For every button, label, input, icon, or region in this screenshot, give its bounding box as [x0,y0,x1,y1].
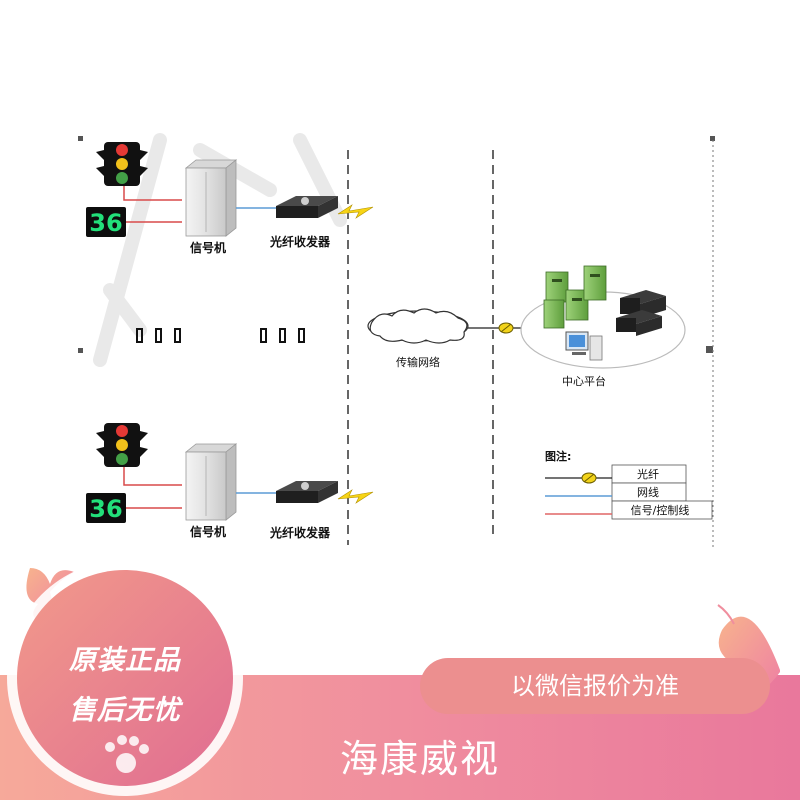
legend-item-network-cable: 网线 [637,485,659,499]
legend-item-fiber: 光纤 [637,467,659,481]
canvas-corner-marks [78,136,715,353]
svg-text:36: 36 [89,495,122,523]
legend-item-signal-line: 信号/控制线 [631,503,690,517]
ellipsis-marks [136,328,305,343]
legend-title: 图注: [545,449,571,463]
signal-machine-cabinet [184,159,238,237]
badge-line-genuine: 原装正品 [69,645,181,676]
lightning-icon [337,489,374,504]
fiber-transceiver-icon [276,196,338,218]
signal-machine-cabinet [184,443,238,521]
svg-text:36: 36 [89,209,122,237]
countdown-display: 36 [86,207,126,237]
traffic-light-icon [96,423,148,467]
signal-control-line [123,467,182,486]
fiber-transceiver-label: 光纤收发器 [269,234,331,249]
fiber-transceiver-icon [276,481,338,503]
center-platform-label: 中心平台 [562,374,606,388]
server-rack-icon [543,265,607,329]
storage-device-icon [616,290,666,336]
monitor-icon [565,331,603,361]
network-cloud-icon [367,308,469,344]
traffic-light-icon [96,142,148,186]
paw-icon [105,735,149,773]
promo-banner: 原装正品 售后无忧 以微信报价为准 海康威视 [0,560,800,800]
signal-machine-label: 信号机 [190,524,226,539]
brand-name: 海康威视 [339,737,500,781]
lightning-icon [337,204,374,219]
fiber-transceiver-label: 光纤收发器 [269,525,331,540]
badge-line-after-sales: 售后无忧 [69,695,181,726]
divider-lines [347,150,494,545]
transmission-network-label: 传输网络 [396,355,440,369]
legend: 图注: 光纤 网线 信号/控制线 [545,449,713,520]
network-diagram: 36 信号机 光纤收发器 36 [78,133,715,550]
signal-control-line [123,186,182,201]
fiber-joint-icon [498,322,514,334]
signal-machine-label: 信号机 [190,240,226,255]
price-note-pill: 以微信报价为准 [420,658,770,714]
countdown-display: 36 [86,493,126,523]
